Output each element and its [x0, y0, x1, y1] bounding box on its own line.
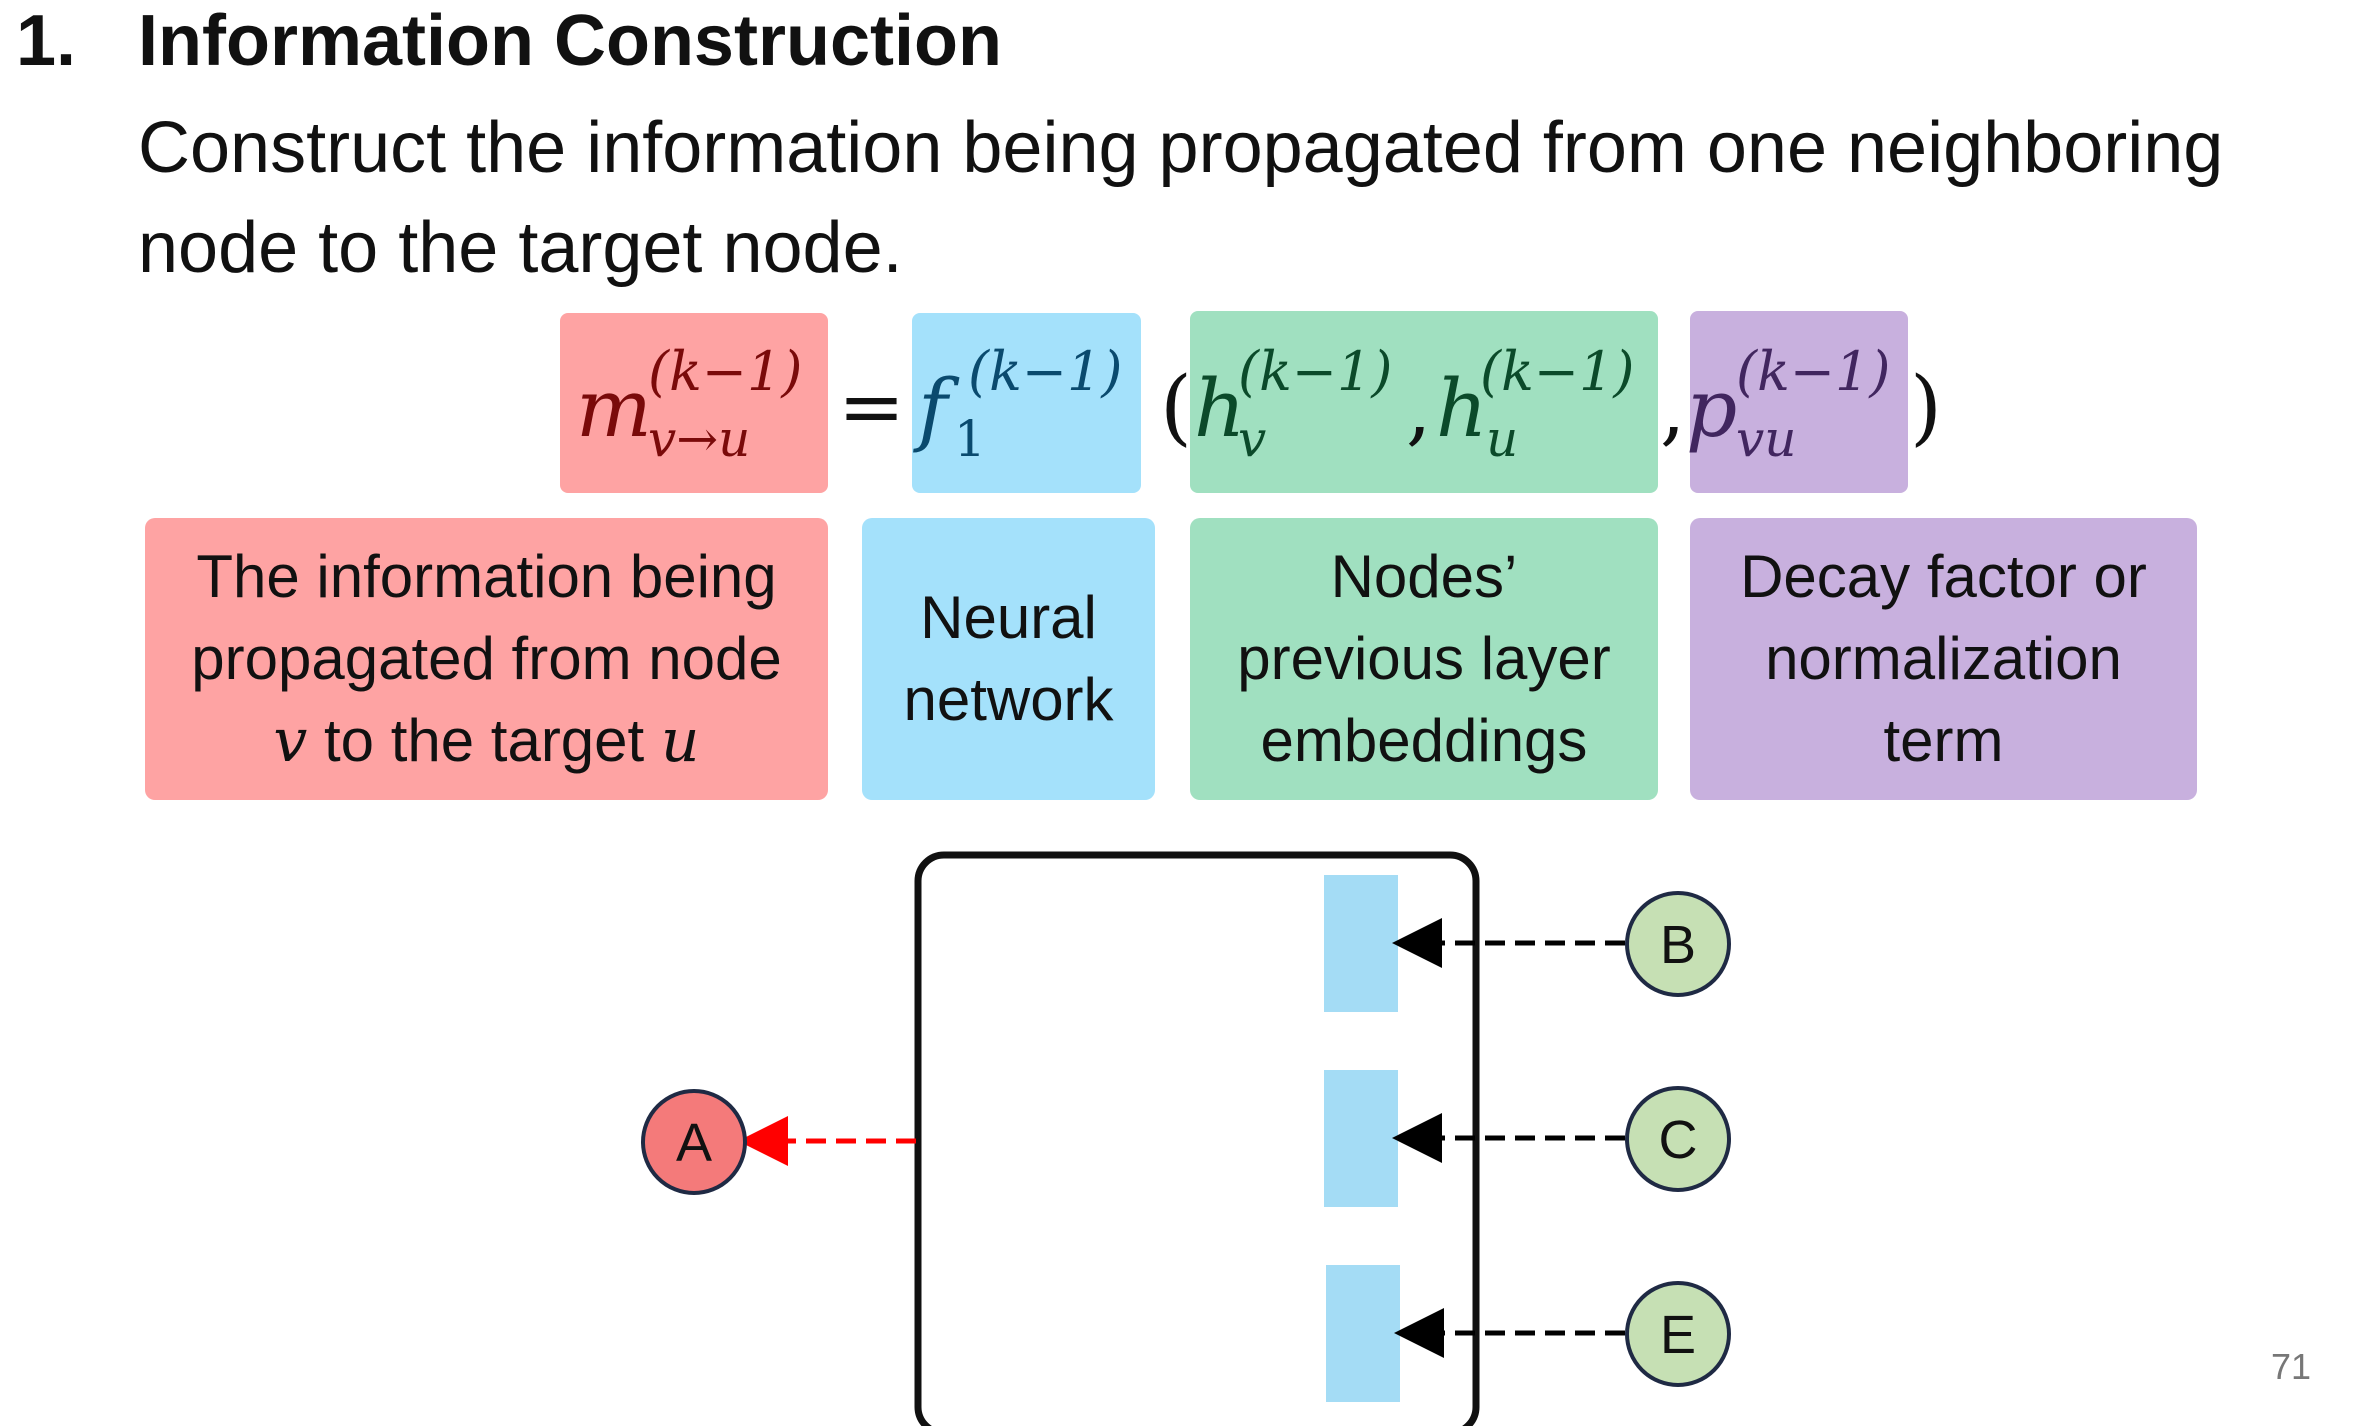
formula-h-v: h — [1194, 362, 1246, 455]
formula-m-superscript: (k−1) — [648, 340, 803, 403]
message-label: The information being propagated from no… — [145, 518, 828, 800]
formula-h-v-superscript: (k−1) — [1238, 340, 1393, 403]
embeddings-line3: embeddings — [1260, 707, 1588, 774]
section-number: 1. — [16, 1, 77, 81]
embeddings-line1: Nodes’ — [1330, 543, 1518, 610]
formula-m-subscript: v→u — [648, 410, 751, 468]
formula-p-subscript: vu — [1736, 410, 1797, 468]
section-description: Construct the information being propagat… — [138, 108, 2224, 288]
neural-network-line2: network — [903, 666, 1114, 733]
decay-highlight — [1690, 311, 1908, 493]
formula-left-paren: ( — [1160, 360, 1192, 455]
embedding-slot-c — [1324, 1070, 1398, 1207]
message-highlight — [560, 313, 828, 493]
node-e — [1625, 1281, 1731, 1387]
formula-p: p — [1686, 362, 1738, 455]
embedding-slot-b — [1324, 875, 1398, 1012]
decay-line1: Decay factor or — [1740, 543, 2147, 610]
formula-h-u-subscript: u — [1486, 410, 1519, 468]
message-label-mid: to the target — [307, 707, 661, 774]
message-label-v: v — [273, 706, 308, 776]
formula-comma-1: , — [1406, 362, 1432, 455]
embeddings-highlight — [1190, 311, 1658, 493]
formula-f: f — [918, 362, 948, 455]
formula-h-v-subscript: v — [1238, 410, 1267, 468]
decay-line3: term — [1883, 707, 2004, 774]
formula-p-superscript: (k−1) — [1736, 340, 1891, 403]
node-e-label: E — [1660, 1305, 1696, 1365]
message-label-line3: v to the target u — [191, 700, 781, 782]
function-highlight — [912, 313, 1141, 493]
message-label-line2: propagated from node — [191, 625, 782, 692]
node-c-label: C — [1659, 1110, 1698, 1170]
embeddings-label: Nodes’ previous layer embeddings — [1190, 518, 1658, 800]
formula-f-superscript: (k−1) — [968, 340, 1123, 403]
neural-network-line1: Neural — [920, 584, 1097, 651]
node-a — [641, 1089, 747, 1195]
node-a-label: A — [676, 1113, 712, 1173]
formula-h-u: h — [1436, 362, 1488, 455]
embedding-slot-e — [1326, 1265, 1400, 1402]
node-b — [1625, 891, 1731, 997]
decay-label: Decay factor or normalization term — [1690, 518, 2197, 800]
neural-network-label: Neural network — [862, 518, 1155, 800]
formula-right-paren: ) — [1910, 360, 1942, 455]
decay-line2: normalization — [1765, 625, 2122, 692]
message-label-line1: The information being — [196, 543, 777, 610]
node-b-label: B — [1660, 915, 1696, 975]
node-c — [1625, 1086, 1731, 1192]
formula-comma-2: , — [1660, 362, 1686, 455]
embeddings-line2: previous layer — [1237, 625, 1611, 692]
formula-equals: = — [838, 360, 906, 453]
page-number: 71 — [2270, 1346, 2311, 1387]
message-label-u: u — [660, 706, 700, 776]
formula-h-u-superscript: (k−1) — [1480, 340, 1635, 403]
formula-m: m — [576, 362, 652, 455]
section-title: Information Construction — [138, 1, 1002, 81]
formula-f-subscript: 1 — [954, 410, 986, 468]
